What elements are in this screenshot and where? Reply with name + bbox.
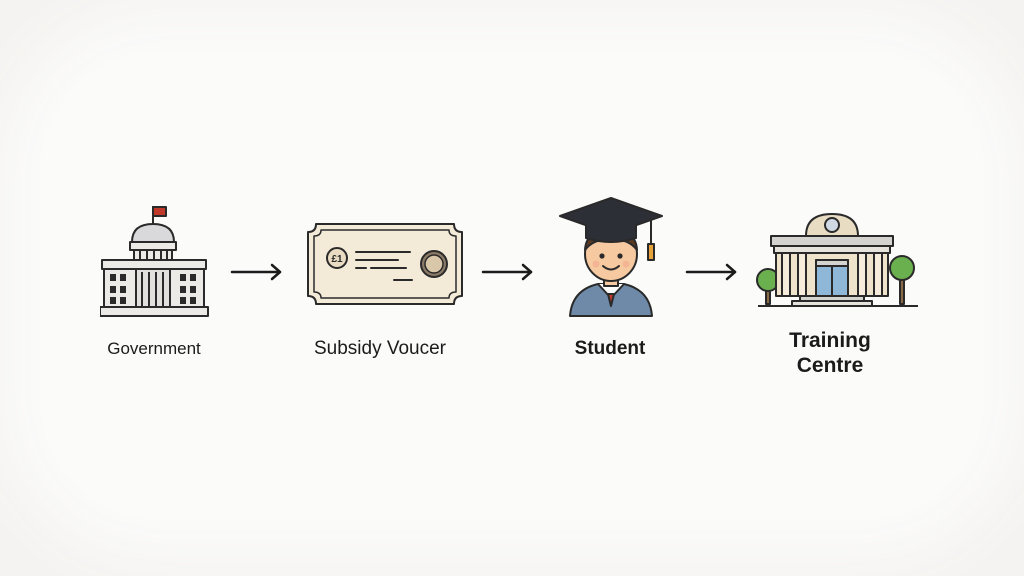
graduate-student-icon <box>559 197 663 317</box>
node-label-government: Government <box>107 339 201 358</box>
node-label-training-centre: Training Centre <box>789 329 871 377</box>
node-label-student: Student <box>574 338 646 359</box>
right-arrow-icon <box>685 263 737 281</box>
government-building-icon <box>100 206 209 317</box>
voucher-ticket-icon: £1 <box>307 223 463 305</box>
node-label-subsidy-voucher: Subsidy Voucer <box>313 338 447 359</box>
svg-text:£1: £1 <box>331 254 343 265</box>
training-centre-building-icon <box>756 213 918 307</box>
right-arrow-icon <box>230 263 282 281</box>
right-arrow-icon <box>481 263 533 281</box>
